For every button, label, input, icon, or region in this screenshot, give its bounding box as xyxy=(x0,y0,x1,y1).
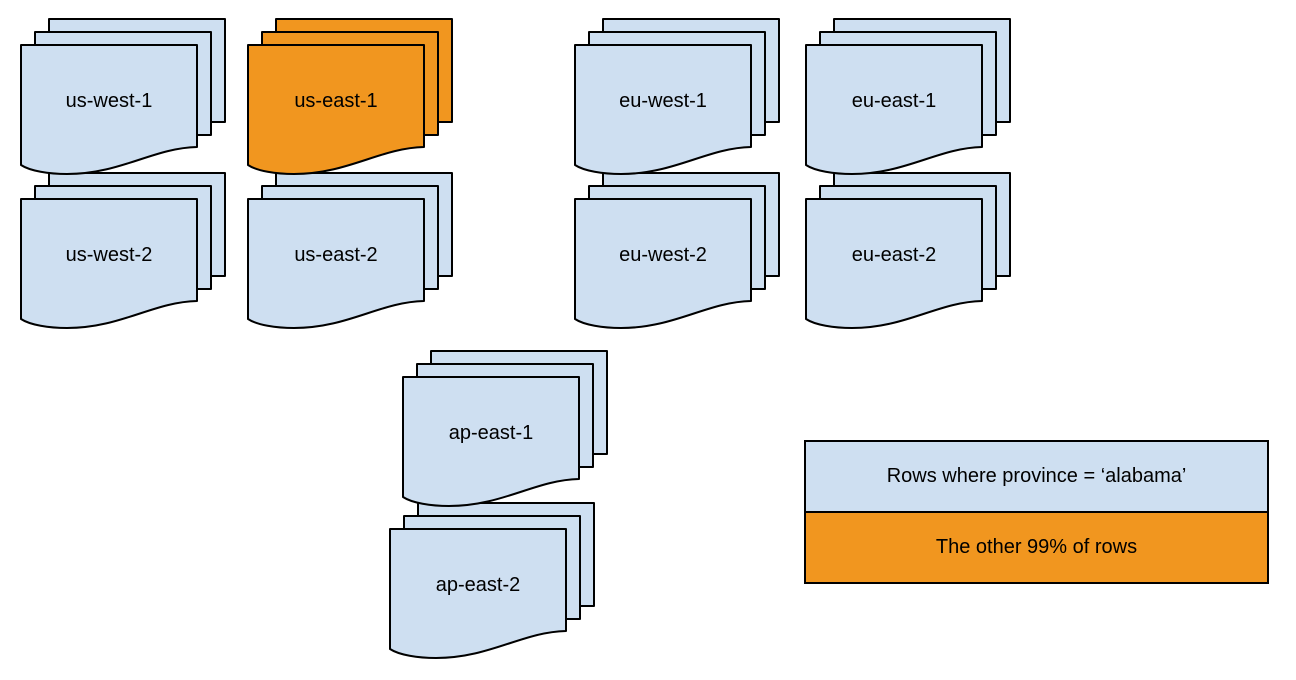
region-stack-eu-west-2: eu-west-2 xyxy=(574,172,781,330)
document-stack-icon xyxy=(247,172,453,329)
legend-item-other-rows: The other 99% of rows xyxy=(806,511,1267,582)
region-stack-eu-west-1: eu-west-1 xyxy=(574,18,781,176)
legend: Rows where province = ‘alabama’ The othe… xyxy=(804,440,1269,584)
legend-item-label: The other 99% of rows xyxy=(935,536,1138,558)
region-stack-us-east-2: us-east-2 xyxy=(247,172,454,330)
document-stack-icon xyxy=(574,18,780,175)
region-stack-eu-east-1: eu-east-1 xyxy=(805,18,1012,176)
region-stack-ap-east-1: ap-east-1 xyxy=(402,350,609,508)
document-stack-icon xyxy=(805,18,1011,175)
legend-item-alabama-rows: Rows where province = ‘alabama’ xyxy=(806,442,1267,511)
region-stack-eu-east-2: eu-east-2 xyxy=(805,172,1012,330)
legend-item-label: Rows where province = ‘alabama’ xyxy=(886,465,1187,487)
document-stack-icon xyxy=(20,18,226,175)
document-stack-icon xyxy=(402,350,608,507)
document-stack-icon xyxy=(805,172,1011,329)
document-stack-icon xyxy=(20,172,226,329)
region-stack-us-west-2: us-west-2 xyxy=(20,172,227,330)
region-stack-ap-east-2: ap-east-2 xyxy=(389,502,596,660)
document-stack-icon xyxy=(247,18,453,175)
region-stack-us-east-1: us-east-1 xyxy=(247,18,454,176)
region-stack-us-west-1: us-west-1 xyxy=(20,18,227,176)
document-stack-icon xyxy=(574,172,780,329)
document-stack-icon xyxy=(389,502,595,659)
